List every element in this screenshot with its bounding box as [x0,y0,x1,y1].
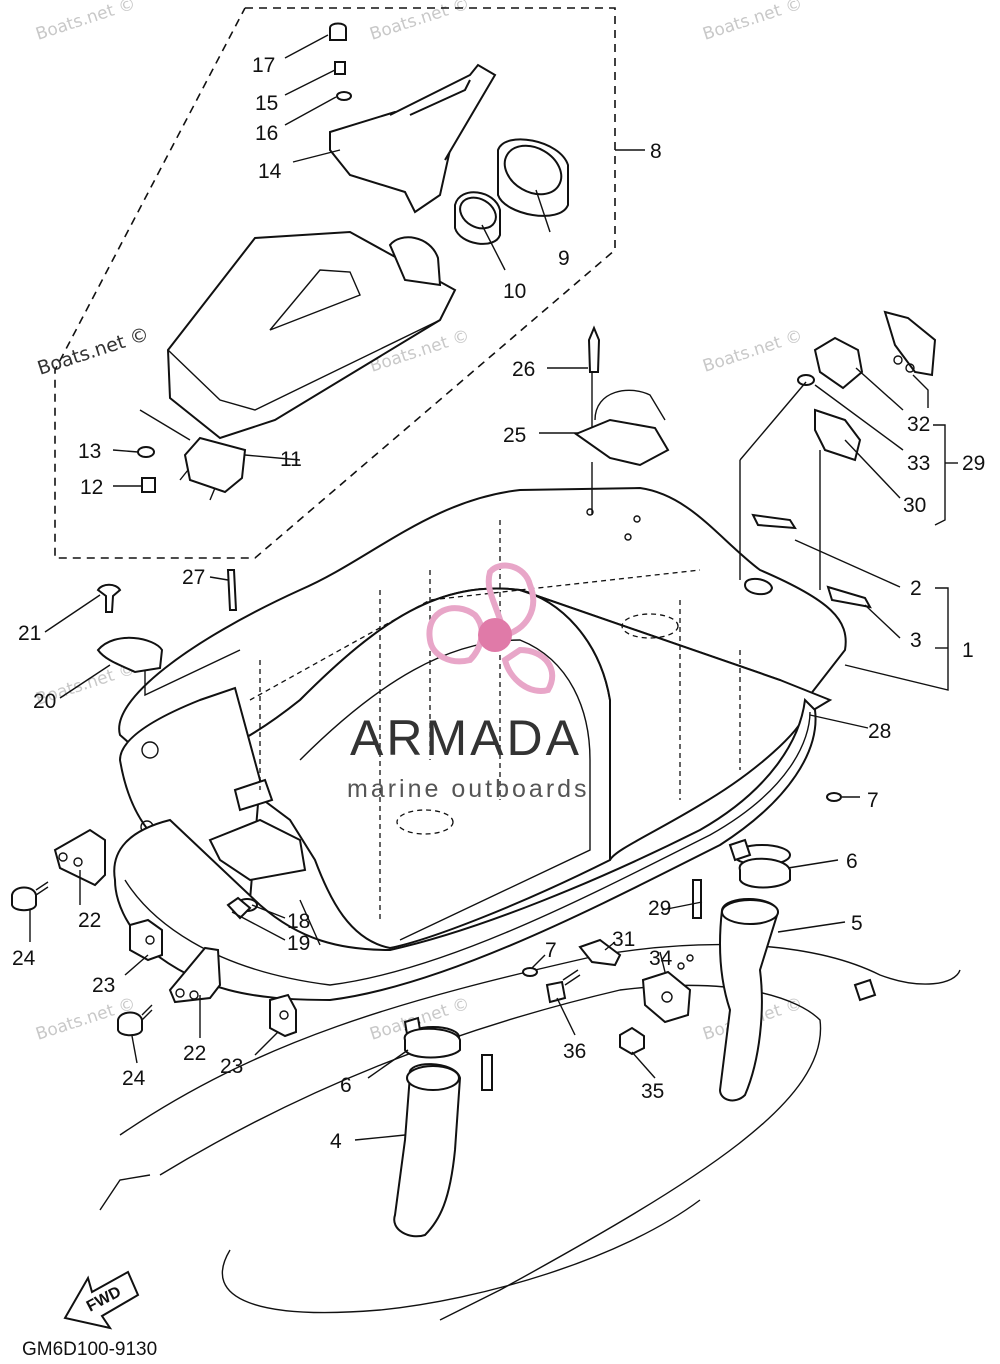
callout-2[interactable]: 2 [910,577,922,600]
brand-name: ARMADA [350,710,582,766]
hood-body [118,486,872,950]
callout-20[interactable]: 20 [33,690,56,713]
diagram-code: GM6D100-9130 [22,1339,157,1360]
leader-lines [29,34,958,1141]
callout-10[interactable]: 10 [503,280,526,303]
watermark: Boats.net © [700,326,805,377]
callout-15[interactable]: 15 [255,92,278,115]
callout-17[interactable]: 17 [252,54,275,77]
watermark: Boats.net © [33,0,138,45]
callout-6-left[interactable]: 6 [340,1074,352,1097]
callout-1[interactable]: 1 [962,639,974,662]
watermark: Boats.net © [35,323,152,380]
air-box-assembly [137,22,569,501]
callout-16[interactable]: 16 [255,122,278,145]
callout-8[interactable]: 8 [650,140,662,163]
callout-12[interactable]: 12 [80,476,103,499]
callout-18[interactable]: 18 [287,910,310,933]
callout-36[interactable]: 36 [563,1040,586,1063]
callout-6-right[interactable]: 6 [846,850,858,873]
callout-29-top[interactable]: 29 [962,452,985,475]
callout-9[interactable]: 9 [558,247,570,270]
callout-23-left[interactable]: 23 [92,974,115,997]
hardware [11,310,937,1091]
callout-22-right[interactable]: 22 [183,1042,206,1065]
callout-33[interactable]: 33 [907,452,930,475]
callouts: 17 15 16 14 8 9 10 11 13 12 26 25 27 21 … [12,54,985,1153]
duct-5 [718,838,791,1102]
callout-26[interactable]: 26 [512,358,535,381]
callout-23-right[interactable]: 23 [220,1055,243,1078]
hood-gasket [113,697,817,1002]
callout-24-right[interactable]: 24 [122,1067,146,1090]
callout-31[interactable]: 31 [612,928,635,951]
callout-14[interactable]: 14 [258,160,282,183]
callout-28[interactable]: 28 [868,720,891,743]
callout-21[interactable]: 21 [18,622,41,645]
callout-19[interactable]: 19 [287,932,310,955]
callout-25[interactable]: 25 [503,424,526,447]
forward-arrow-icon [63,1270,140,1330]
assembly-8-frame [54,7,616,559]
watermark: Boats.net © [700,0,805,45]
armada-logo: ARMADA marine outboards [347,562,590,803]
callout-35[interactable]: 35 [641,1080,664,1103]
fwd-arrow: FWD [63,1270,140,1330]
brand-tagline: marine outboards [347,775,590,803]
callout-7-left[interactable]: 7 [545,939,557,962]
hull-outline [99,943,961,1321]
watermark: Boats.net © [367,0,472,45]
callout-29-bottom[interactable]: 29 [648,897,671,920]
propeller-icon [485,562,537,639]
callout-5[interactable]: 5 [851,912,863,935]
callout-22-left[interactable]: 22 [78,909,101,932]
callout-32[interactable]: 32 [907,413,930,436]
callout-13[interactable]: 13 [78,440,101,463]
callout-11[interactable]: 11 [280,448,302,471]
callout-7-right[interactable]: 7 [867,789,879,812]
propeller-hub-icon [478,618,512,652]
callout-3[interactable]: 3 [910,629,922,652]
callout-34[interactable]: 34 [649,947,673,970]
callout-27[interactable]: 27 [182,566,205,589]
callout-24-left[interactable]: 24 [12,947,36,970]
callout-4[interactable]: 4 [330,1130,342,1153]
callout-30[interactable]: 30 [903,494,926,517]
